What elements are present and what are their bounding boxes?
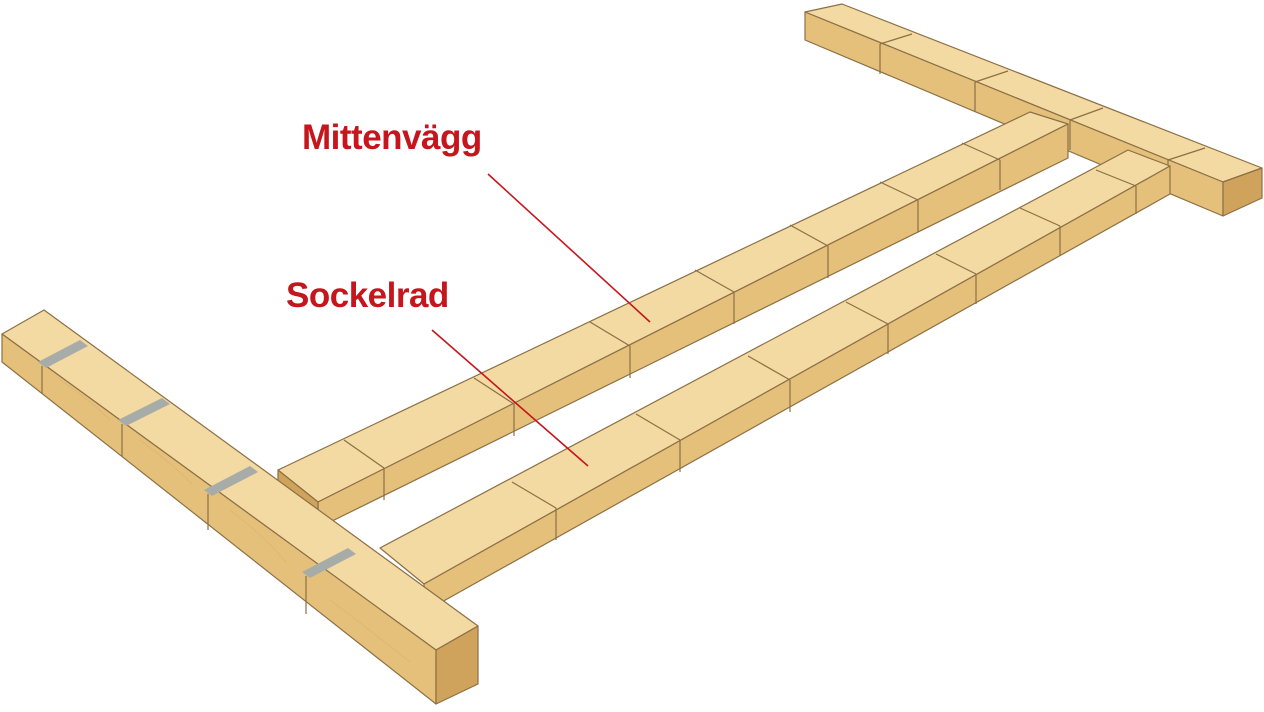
callout-line-sockelrad bbox=[431, 329, 589, 467]
back-cross-row bbox=[804, 3, 1263, 217]
callout-line-mittenvagg bbox=[487, 173, 651, 323]
label-mittenvagg: Mittenvägg bbox=[302, 118, 482, 157]
front-cross-row bbox=[1, 309, 479, 705]
label-sockelrad: Sockelrad bbox=[286, 276, 449, 315]
